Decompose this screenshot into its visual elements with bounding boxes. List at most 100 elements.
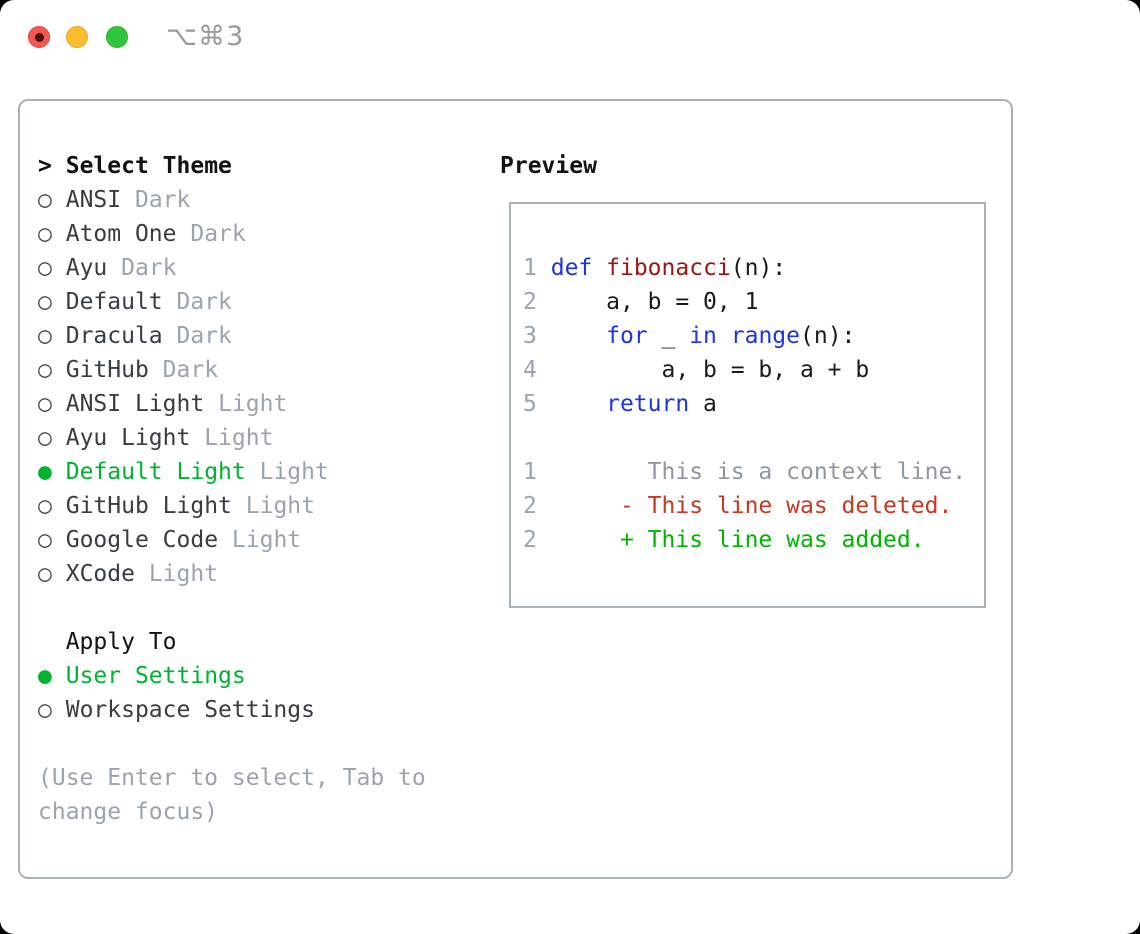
- line-number: 3: [523, 323, 537, 349]
- theme-selector-column: > Select Theme ○ ANSI Dark○ Atom One Dar…: [38, 149, 458, 829]
- theme-variant: Dark: [190, 221, 246, 247]
- code-token: range: [730, 323, 801, 349]
- window-shortcut-label: ⌥⌘3: [166, 21, 245, 52]
- code-token: [717, 323, 731, 349]
- diff-text: - This line was deleted.: [550, 493, 953, 519]
- radio-icon: ○: [38, 561, 52, 587]
- theme-option-ayu[interactable]: ○ Ayu Dark: [38, 251, 458, 285]
- theme-name: GitHub: [65, 357, 149, 383]
- line-number: 5: [523, 391, 537, 417]
- code-token: a, b = b, a + b: [550, 357, 870, 383]
- code-line: 5 return a: [523, 387, 984, 421]
- radio-icon: ○: [38, 697, 52, 723]
- radio-icon: ○: [38, 187, 52, 213]
- theme-name: Ayu Light: [65, 425, 191, 451]
- theme-option-google-code[interactable]: ○ Google Code Light: [38, 523, 458, 557]
- radio-icon: ○: [38, 527, 52, 553]
- preview-title: Preview: [500, 153, 597, 179]
- diff-line-added: 2 + This line was added.: [523, 523, 984, 557]
- keyboard-hint: (Use Enter to select, Tab to change focu…: [38, 765, 426, 825]
- theme-option-github-light[interactable]: ○ GitHub Light Light: [38, 489, 458, 523]
- radio-icon: ○: [38, 221, 52, 247]
- zoom-button[interactable]: [106, 26, 128, 48]
- line-number: 4: [523, 357, 537, 383]
- apply-option-label: Workspace Settings: [65, 697, 315, 723]
- code-token: def: [550, 255, 593, 281]
- diff-text: + This line was added.: [550, 527, 925, 553]
- theme-variant: Light: [148, 561, 219, 587]
- theme-option-ansi-light[interactable]: ○ ANSI Light Light: [38, 387, 458, 421]
- code-token: return: [606, 391, 690, 417]
- theme-option-atom-one[interactable]: ○ Atom One Dark: [38, 217, 458, 251]
- theme-variant: Dark: [176, 289, 232, 315]
- close-button[interactable]: [28, 26, 50, 48]
- select-theme-title: Select Theme: [65, 153, 232, 179]
- theme-variant: Dark: [134, 187, 191, 213]
- spacer: [38, 591, 458, 625]
- code-line: 3 for _ in range(n):: [523, 319, 984, 353]
- line-number: 1: [523, 459, 537, 485]
- diff-sample: 1 This is a context line.2 - This line w…: [523, 455, 984, 557]
- select-theme-header: > Select Theme: [38, 149, 458, 183]
- radio-icon: ○: [38, 255, 52, 281]
- code-token: [551, 323, 606, 349]
- code-token: [592, 255, 606, 281]
- code-token: (n):: [730, 255, 787, 281]
- theme-name: Default: [65, 289, 163, 315]
- theme-picker-panel: > Select Theme ○ ANSI Dark○ Atom One Dar…: [18, 99, 1013, 879]
- line-number: 2: [523, 289, 537, 315]
- code-token: fibonacci: [606, 255, 731, 281]
- apply-option-label: User Settings: [65, 663, 246, 689]
- line-number: 2: [523, 493, 537, 519]
- theme-name: XCode: [65, 561, 135, 587]
- theme-name: Google Code: [65, 527, 219, 553]
- theme-name: Default Light: [65, 459, 246, 485]
- theme-name: GitHub Light: [65, 493, 232, 519]
- code-token: in: [689, 323, 717, 349]
- apply-option-user-settings[interactable]: ● User Settings: [38, 659, 458, 693]
- diff-text: This is a context line.: [550, 459, 967, 485]
- code-line: 2 a, b = 0, 1: [523, 285, 984, 319]
- apply-to-list: ● User Settings○ Workspace Settings: [38, 659, 458, 727]
- theme-list: ○ ANSI Dark○ Atom One Dark○ Ayu Dark○ De…: [38, 183, 458, 591]
- theme-name: Atom One: [65, 221, 177, 247]
- apply-to-title: Apply To: [65, 629, 177, 655]
- theme-option-ansi[interactable]: ○ ANSI Dark: [38, 183, 458, 217]
- code-token: _: [647, 323, 690, 349]
- radio-icon: ○: [38, 357, 52, 383]
- theme-variant: Dark: [176, 323, 232, 349]
- minimize-button[interactable]: [66, 26, 88, 48]
- radio-selected-icon: ●: [38, 663, 52, 689]
- selection-caret-icon: >: [38, 153, 52, 179]
- diff-line-context: 1 This is a context line.: [523, 455, 984, 489]
- code-line: 1 def fibonacci(n):: [523, 251, 984, 285]
- theme-option-github[interactable]: ○ GitHub Dark: [38, 353, 458, 387]
- theme-variant: Light: [231, 527, 302, 553]
- apply-option-workspace-settings[interactable]: ○ Workspace Settings: [38, 693, 458, 727]
- radio-icon: ○: [38, 493, 52, 519]
- theme-option-ayu-light[interactable]: ○ Ayu Light Light: [38, 421, 458, 455]
- theme-name: ANSI Light: [65, 391, 205, 417]
- theme-variant: Light: [218, 391, 288, 417]
- theme-option-dracula[interactable]: ○ Dracula Dark: [38, 319, 458, 353]
- apply-to-header: Apply To: [38, 625, 458, 659]
- theme-name: Ayu: [65, 255, 108, 281]
- close-dot-icon: [34, 32, 44, 42]
- theme-option-default[interactable]: ○ Default Dark: [38, 285, 458, 319]
- theme-option-default-light[interactable]: ● Default Light Light: [38, 455, 458, 489]
- code-line: 4 a, b = b, a + b: [523, 353, 984, 387]
- theme-variant: Dark: [121, 255, 177, 281]
- code-token: a, b = 0, 1: [550, 289, 759, 315]
- theme-option-xcode[interactable]: ○ XCode Light: [38, 557, 458, 591]
- theme-name: Dracula: [65, 323, 163, 349]
- code-token: for: [606, 323, 648, 349]
- radio-icon: ○: [38, 323, 52, 349]
- diff-line-deleted: 2 - This line was deleted.: [523, 489, 984, 523]
- theme-variant: Dark: [162, 357, 219, 383]
- theme-variant: Light: [204, 425, 274, 451]
- theme-variant: Light: [245, 493, 315, 519]
- code-token: [551, 391, 606, 417]
- code-token: a: [689, 391, 717, 417]
